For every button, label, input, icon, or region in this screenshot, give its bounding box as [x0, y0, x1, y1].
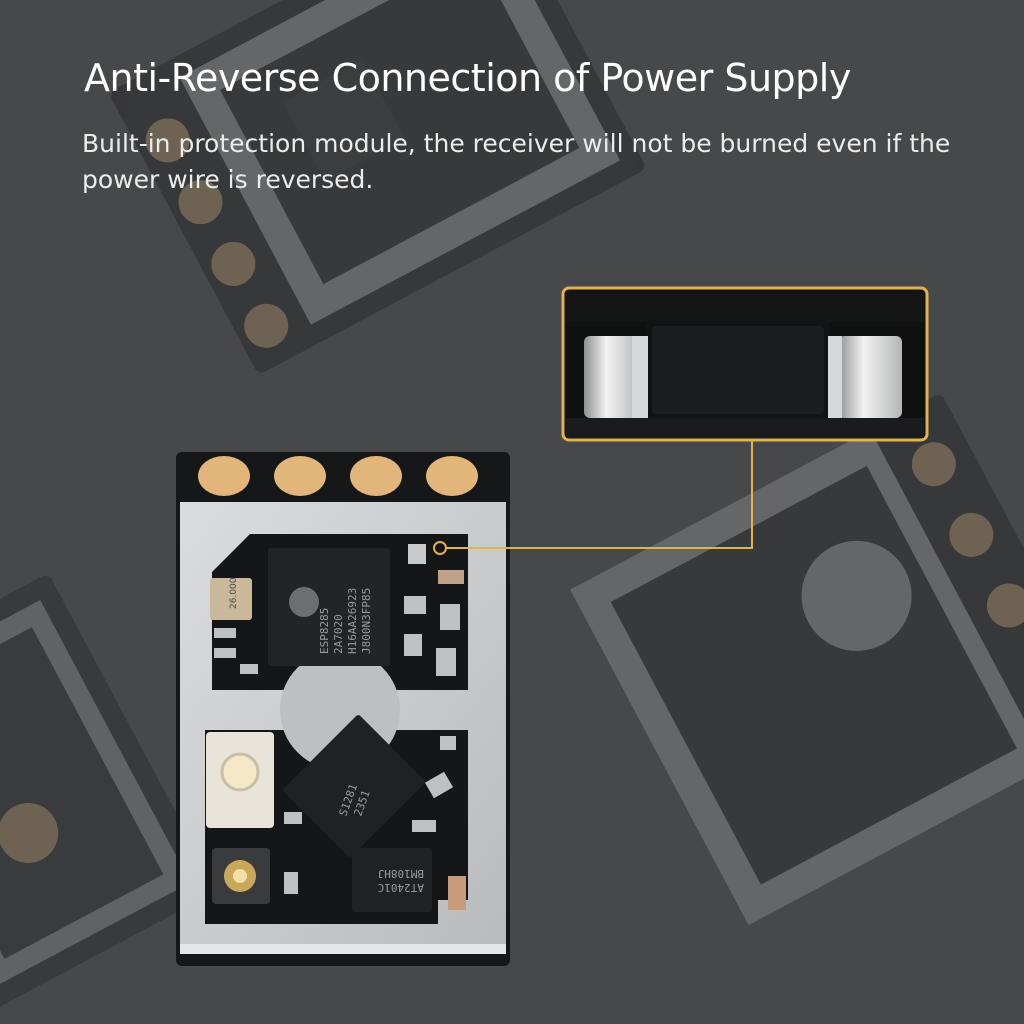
svg-text:26.000: 26.000 — [229, 577, 239, 609]
svg-text:AT2401C: AT2401C — [378, 881, 424, 894]
svg-text:BM108HJ: BM108HJ — [378, 867, 424, 880]
background-board-top-left — [111, 0, 645, 373]
headline: Anti-Reverse Connection of Power Supply — [84, 56, 851, 100]
magnified-diode-view — [561, 286, 929, 442]
svg-text:H16AA26923: H16AA26923 — [346, 588, 359, 654]
background-board-right — [570, 395, 1024, 926]
chip-main — [268, 548, 390, 666]
chip-pa — [352, 848, 432, 912]
chip-rf — [283, 715, 425, 857]
diode-lead-right — [838, 336, 902, 418]
pad-gnd — [198, 456, 250, 496]
crystal — [210, 578, 252, 620]
diode-lead-left — [584, 336, 640, 418]
pad-5v — [274, 456, 326, 496]
svg-text:J800N3FP85: J800N3FP85 — [360, 588, 373, 654]
description: Built-in protection module, the receiver… — [82, 129, 951, 194]
callout-line — [446, 440, 753, 549]
background-board-bottom-left — [0, 575, 215, 1011]
pad-rx — [350, 456, 402, 496]
svg-text:2A7020: 2A7020 — [332, 614, 345, 654]
pad-tx — [426, 456, 478, 496]
svg-text:ESP8285: ESP8285 — [318, 608, 331, 654]
